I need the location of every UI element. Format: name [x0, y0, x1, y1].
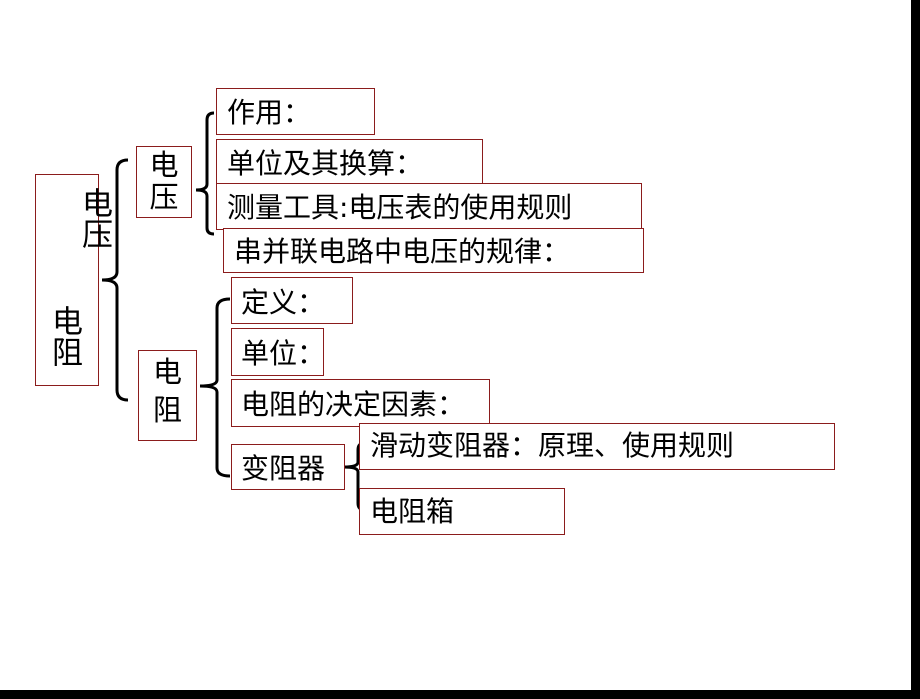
voltage-item-function: 作用：: [227, 96, 312, 129]
voltage-item-box-3: [216, 183, 642, 230]
resistance-item-unit: 单位：: [241, 337, 326, 370]
rheostat-child-box-2: [359, 488, 565, 535]
resistance-item-box-2: [231, 328, 324, 376]
voltage-node-box: [136, 146, 192, 218]
resistance-item-box-1: [231, 277, 353, 324]
voltage-item-measure: 测量工具:电压表的使用规则: [227, 191, 573, 224]
voltage-item-box-1: [216, 88, 375, 135]
root-bracket: [101, 158, 129, 402]
slide-edge-bottom: [0, 690, 920, 699]
root-box: [35, 174, 99, 386]
rheostat-child-box-1: [359, 423, 835, 470]
rheostat-label: 变阻器: [241, 452, 326, 485]
resistance-bracket: [199, 297, 231, 478]
root-label-bottom: 电阻: [46, 305, 82, 367]
slide-edge-right: [911, 0, 920, 699]
resistance-item-factors: 电阻的决定因素：: [241, 388, 466, 421]
rheostat-child-sliding: 滑动变阻器：原理、使用规则: [370, 429, 735, 462]
resistance-node-label-2: 阻: [152, 393, 182, 427]
resistance-item-definition: 定义：: [241, 286, 326, 319]
rheostat-box: [231, 444, 345, 490]
resistance-node-label-1: 电: [152, 355, 182, 389]
resistance-item-box-3: [231, 379, 490, 427]
voltage-item-series-parallel: 串并联电路中电压的规律：: [234, 235, 571, 268]
voltage-node-label-1: 电: [149, 148, 179, 182]
voltage-item-unit: 单位及其换算：: [227, 147, 424, 180]
voltage-bracket: [195, 111, 215, 236]
root-label-top: 电压: [76, 187, 112, 249]
voltage-node-label-2: 压: [149, 180, 179, 214]
voltage-item-box-4: [223, 228, 644, 273]
resistance-node-box: [138, 350, 197, 441]
rheostat-child-box: 电阻箱: [370, 495, 455, 528]
